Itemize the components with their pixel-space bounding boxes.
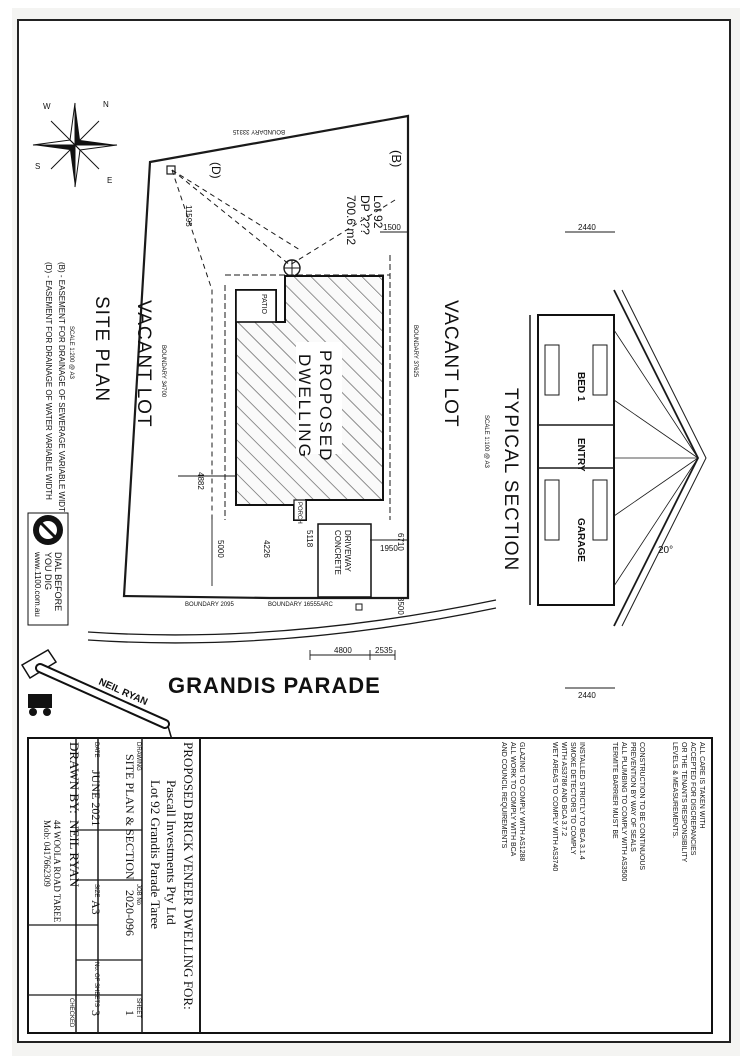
section-garage: GARAGE <box>575 518 586 562</box>
dim-5000: 5000 <box>216 540 225 558</box>
lot-dp: DP ??? <box>358 195 372 235</box>
dim-4226: 4226 <box>262 540 271 558</box>
lot-boundary <box>122 114 410 600</box>
dim-3500: 3500 <box>396 597 405 615</box>
driveway-label-line1: DRIVEWAY <box>343 530 352 572</box>
address-line1: 44 WOOLA ROAD TAREE <box>52 820 62 923</box>
section-pitch: 20° <box>658 545 673 556</box>
compass-w: W <box>43 102 51 111</box>
note-3: LEVELS & MEASUREMENTS. <box>671 742 678 838</box>
section-entry: ENTRY <box>575 438 586 472</box>
date-label: DATE <box>93 742 99 758</box>
compass-s: S <box>35 162 40 171</box>
project-line1: PROPOSED BRICK VENEER DWELLING FOR: <box>181 742 196 1010</box>
road-kerb <box>87 599 497 636</box>
dial-before-url: www.1100.com.au <box>33 551 42 617</box>
porch <box>293 499 307 521</box>
address-line2: Mob: 0417662309 <box>42 820 52 887</box>
note-2: OR THE TENANTS RESPONSIBILITY <box>680 742 687 863</box>
lot-label: (B) <box>389 150 404 167</box>
dial-before-line1: DIAL BEFORE <box>53 552 63 611</box>
title-block: PROPOSED BRICK VENEER DWELLING FOR: Pasc… <box>27 737 713 1034</box>
dwelling-label-line2: DWELLING <box>295 354 314 459</box>
project-line3: Lot 92 Grandis Parade Taree <box>148 780 163 929</box>
compass-n: N <box>103 100 109 109</box>
dwelling-label-line1: PROPOSED <box>316 350 335 462</box>
drawing-label: DRAWING <box>135 742 141 771</box>
section-dim-bottom: 2440 <box>578 691 596 700</box>
note-6: ALL PLUMBING TO COMPLY WITH AS3500 <box>620 742 627 881</box>
patio <box>235 289 277 323</box>
pit-marker <box>166 165 176 175</box>
note-0: ALL CARE IS TAKEN WITH <box>698 742 705 829</box>
note-12: GLAZING TO COMPLY WITH AS1288 <box>518 742 525 861</box>
note-10: WITH AS3786 AND BCA 3.7.2 <box>560 742 567 836</box>
note-13: ALL WORK TO COMPLY WITH BCA <box>509 742 516 857</box>
patio-label: PATIO <box>260 294 267 315</box>
dim-2535: 2535 <box>375 646 393 655</box>
dim-11595: 11595 <box>184 205 193 227</box>
section-scale: SCALE 1:100 @ A3 <box>483 415 489 468</box>
typical-section: BED 1 ENTRY GARAGE 20° 2440 2440 TYPICAL… <box>483 223 707 700</box>
job-label: JOB No <box>135 884 141 906</box>
sheets-label: No. OF SHEETS <box>93 962 99 1007</box>
section-bed: BED 1 <box>575 372 586 402</box>
drawing-value: SITE PLAN & SECTION <box>123 754 137 880</box>
note-5: PREVENTION BY WAY OF SEALS <box>629 742 636 852</box>
section-title: TYPICAL SECTION <box>500 388 521 571</box>
easement-label: (D) <box>209 162 223 179</box>
lot-number: Lot 92 <box>371 195 385 229</box>
section-body <box>537 314 615 606</box>
street-name: GRANDIS PARADE <box>168 673 381 698</box>
date-value: JUNE 2021 <box>89 770 103 826</box>
note-11: WET AREAS TO COMPLY WITH AS3740 <box>551 742 558 871</box>
dim-1500: 1500 <box>383 223 401 232</box>
driveway <box>317 523 372 598</box>
dim-4800: 4800 <box>334 646 352 655</box>
dim-5118: 5118 <box>305 530 314 548</box>
site-plan: PATIO PORCH PROPOSED DWELLING DRIVEWAY C… <box>44 114 497 698</box>
boundary-top-label: BOUNDARY 33315 <box>232 128 285 134</box>
dim-1950: 1950 <box>380 544 398 553</box>
note-8: INSTALLED STRICTLY TO BCA 3.1.4 <box>578 742 585 860</box>
lot-area: 700.6 m2 <box>344 195 358 245</box>
site-plan-title: SITE PLAN <box>91 296 112 402</box>
porch-label: PORCH <box>296 502 302 524</box>
note-4: CONSTRUCTION TO BE CONTINUOUS <box>638 742 645 870</box>
boundary-bottom-a-label: BOUNDARY 2095 <box>185 602 234 608</box>
sheet-label: SHEET <box>135 998 141 1018</box>
sheet-value: 1 <box>123 1010 137 1016</box>
driveway-label-line2: CONCRETE <box>333 530 342 575</box>
vacant-lot-right: VACANT LOT <box>440 300 461 428</box>
sheets-value: 3 <box>89 1010 103 1016</box>
compass-e: E <box>107 176 112 185</box>
easement-dashed-line <box>171 169 213 520</box>
project-line2: Pascall Investments Pty Ltd <box>164 780 179 925</box>
note-14: AND COUNCIL REQUIREMENTS <box>500 742 507 849</box>
dim-4882: 4882 <box>196 472 205 490</box>
job-value: 2020-096 <box>123 890 137 936</box>
boundary-left-label: BOUNDARY 34700 <box>160 345 166 398</box>
note-1: ACCEPTED FOR DISCREPANCIES <box>689 742 696 856</box>
boundary-bottom-b-label: BOUNDARY 16555ARC <box>268 602 333 608</box>
checked-label: CHECKED <box>68 998 74 1028</box>
drawn-label: DRAWN BY: <box>67 742 82 814</box>
dial-before-you-dig-logo: DIAL BEFORE YOU DIG www.1100.com.au <box>27 512 69 626</box>
easement-note-b: (B) - EASEMENT FOR DRAINAGE OF SEWERAGE … <box>57 262 66 518</box>
note-9: SMOKE DETECTORS TO COMPLY <box>569 742 576 855</box>
vacant-lot-left: VACANT LOT <box>133 300 154 428</box>
size-value: A3 <box>89 900 103 915</box>
site-plan-scale: SCALE 1:200 @ A3 <box>68 326 74 379</box>
easement-note-d: (D) - EASEMENT FOR DRAINAGE OF WATER VAR… <box>44 262 53 500</box>
drawn-value: NEIL RYAN <box>67 820 82 888</box>
dial-before-line2: YOU DIG <box>43 552 53 590</box>
boundary-right-label: BOUNDARY 37625 <box>412 325 418 378</box>
size-label: SIZE <box>93 884 99 897</box>
note-7: TERMITE BARRIER MUST BE <box>611 742 618 839</box>
dim-6710: 6710 <box>396 533 405 551</box>
north-arrow-compass-icon: N E S W <box>32 100 118 188</box>
section-dim-top: 2440 <box>578 223 596 232</box>
